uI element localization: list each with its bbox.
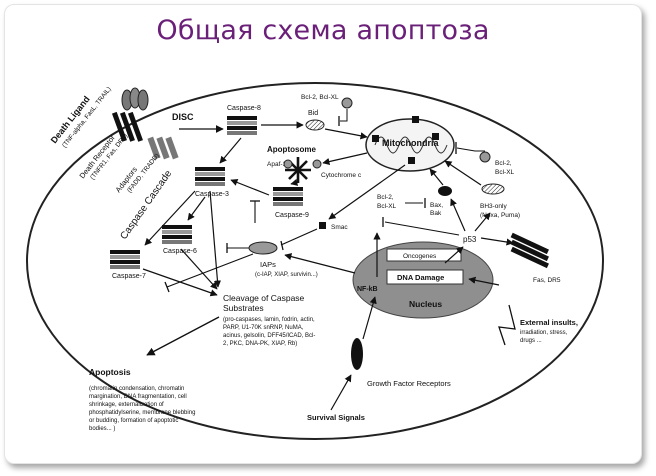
iaps-label: IAPs (260, 260, 276, 269)
bid-label: Bid (308, 110, 318, 117)
external-insults-sub1: irradiation, stress, (520, 330, 568, 336)
apoptosis-sub-line4: phosphatidylserine, membrane blebbing (89, 410, 195, 416)
bcl2-bclxl-top-label: Bcl-2, Bcl-XL (301, 94, 339, 101)
cleavage-sub-line1: (pro-caspases, lamin, fodrin, actin, (223, 317, 315, 323)
apoptosis-sub-line1: (chromatin condensation, chromatin (89, 386, 184, 392)
bcl2-mid-line1: Bcl-2, (377, 194, 394, 201)
cleavage-title-line2: Substrates (223, 303, 264, 313)
bcl2-mid-line2: Bcl-XL (377, 203, 397, 210)
iaps-sub: (c-IAP, XIAP, survivin...) (255, 272, 318, 278)
bcl2-right-line2: Bcl-XL (495, 169, 515, 176)
caspase-7-box (110, 250, 140, 269)
bh3-only-line2: (Noxa, Puma) (480, 212, 520, 219)
iaps-shape (248, 241, 278, 255)
caspase-8-label: Caspase-8 (227, 105, 261, 112)
external-insults-label: External insults, (520, 318, 578, 327)
cleavage-sub-line2: PARP, U1-70K snRNP, NuMA, (223, 325, 304, 331)
apoptosis-sub-line5: or budding, formation of apoptotic (89, 418, 178, 424)
nfkb-label: NF-kB (357, 286, 378, 293)
caspase-8-box (227, 116, 257, 135)
external-insults-sub2: drugs ... (520, 338, 542, 344)
caspase-9-box (273, 187, 303, 206)
oncogenes-label: Oncogenes (403, 253, 437, 260)
bax-bak-line2: Bak (430, 210, 442, 217)
slide-title: Общая схема апоптоза (156, 15, 490, 46)
disc-label: DISC (172, 112, 194, 122)
survival-signals-label: Survival Signals (307, 413, 365, 422)
cytochrome-c-label: Cytochrome c (321, 172, 362, 179)
apoptosis-diagram: Death Ligand (TNF-alpha, FasL, TRAIL) De… (26, 82, 604, 440)
apoptosis-label: Apoptosis (89, 367, 131, 377)
growth-factor-receptor-shape (351, 338, 363, 370)
bcl2-top-dot (341, 97, 353, 109)
dna-damage-label: DNA Damage (397, 273, 444, 282)
death-ligand (111, 87, 149, 142)
bid-shape (305, 119, 325, 131)
fas-dr5-receptor (510, 232, 549, 269)
bh3-only-shape (481, 183, 505, 195)
apaf1-dot (283, 159, 293, 169)
bax-bak-shape (438, 186, 452, 196)
smac-label: Smac (331, 224, 348, 231)
apoptosis-sub-line2: margination, DNA fragmentation, cell (89, 394, 187, 400)
caspase-6-box (162, 225, 192, 244)
cleavage-sub-line4: 2, PKC, DNA-PK, XIAP, Rb) (223, 341, 297, 347)
apoptosome-label: Apoptosome (267, 145, 316, 154)
p53-label: p53 (463, 235, 477, 244)
mitochondria-label: Mitochondria (382, 138, 439, 148)
apoptosis-sub-line3: shrinkage, externalization of (89, 402, 164, 408)
cytochrome-c-dot (312, 159, 322, 169)
oncogenes-box (386, 248, 462, 262)
fas-dr5-label: Fas, DR5 (533, 277, 561, 284)
external-insults-zigzag (498, 304, 516, 346)
bax-bak-line1: Bax, (430, 202, 443, 209)
caspase-6-label: Caspase-6 (163, 248, 197, 255)
adaptors-shape (147, 136, 179, 160)
caspase-3-box (195, 167, 225, 186)
apaf1-label: Apaf-1 (267, 161, 287, 168)
smac-square (319, 222, 326, 229)
cleavage-sub-line3: acinus, gelsolin, DFF45/ICAD, Bcl- (223, 333, 315, 339)
bh3-only-line1: BH3-only (480, 203, 507, 210)
apoptosis-sub-line6: bodies... ) (89, 426, 115, 432)
slide: Общая схема апоптоза Death Ligand (4, 4, 642, 464)
caspase-9-label: Caspase-9 (275, 212, 309, 219)
bcl2-right-dot (479, 151, 491, 163)
growth-factor-receptors-label: Growth Factor Receptors (367, 379, 451, 388)
nucleus-label: Nucleus (409, 299, 442, 309)
cleavage-title-line1: Cleavage of Caspase (223, 293, 305, 303)
mitochondria-shape (365, 116, 455, 172)
caspase-3-label: Caspase-3 (195, 191, 229, 198)
caspase-7-label: Caspase-7 (112, 273, 146, 280)
dna-damage-box (386, 269, 464, 285)
bcl2-right-line1: Bcl-2, (495, 160, 512, 167)
cell-membrane (26, 82, 604, 440)
